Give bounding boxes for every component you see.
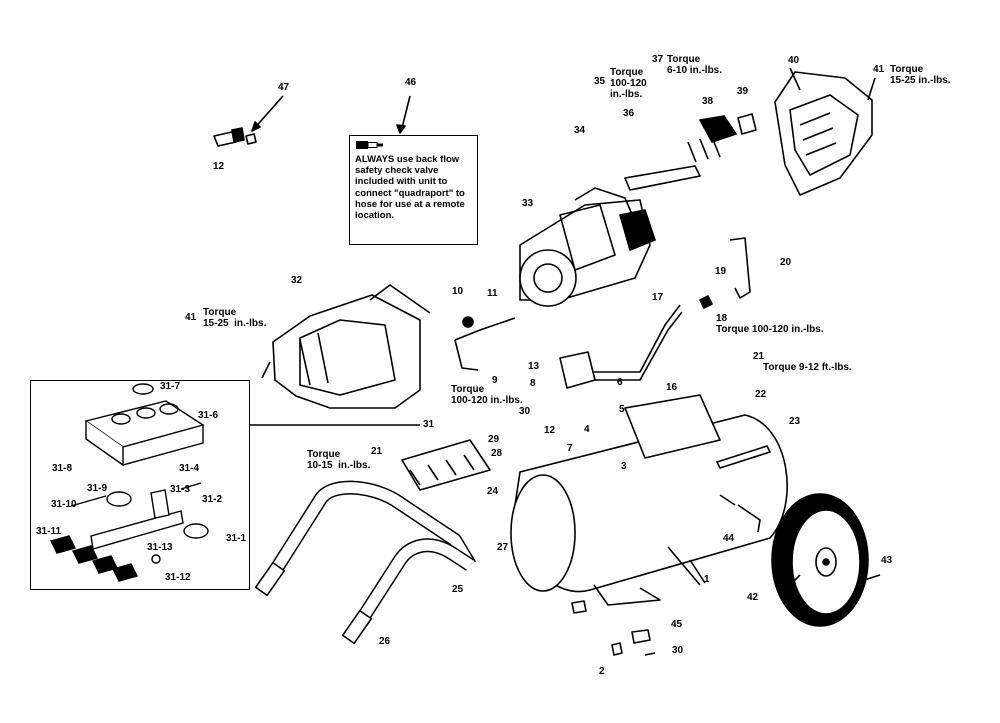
torque-note-37: Torque 6-10 in.-lbs. — [667, 54, 723, 76]
part-label-41-top: 41 — [873, 64, 885, 75]
shroud-40-drawing — [774, 71, 873, 196]
motor-33-drawing — [519, 187, 656, 307]
part-label-37: 37 — [652, 54, 664, 65]
torque-note-9: Torque 100-120 in.-lbs. — [451, 384, 523, 406]
part-label-11: 11 — [487, 288, 498, 299]
part-label-42: 42 — [747, 592, 759, 603]
part-label-31-8: 31-8 — [52, 463, 73, 474]
part-label-20: 20 — [780, 257, 792, 268]
safety-note-box: ALWAYS use back flow safety check valve … — [349, 135, 478, 245]
part-label-21-right: 21 — [753, 351, 765, 362]
gasket-36 — [624, 165, 701, 191]
part-label-31-4: 31-4 — [179, 463, 200, 474]
torque-note-21: Torque 9-12 ft.-lbs. — [763, 362, 852, 373]
part-label-33: 33 — [522, 198, 534, 209]
wire-11 — [454, 317, 516, 341]
part-label-2: 2 — [599, 666, 605, 677]
arrow-46 — [401, 95, 411, 129]
torque-note-18: Torque 100-120 in.-lbs. — [716, 324, 824, 335]
part-label-27: 27 — [497, 542, 509, 553]
tank-drawing — [510, 414, 788, 606]
part-label-40: 40 — [788, 55, 800, 66]
torque-note-35: Torque 100-120 in.-lbs. — [610, 67, 647, 100]
drain-2 — [611, 642, 623, 656]
part-label-46: 46 — [405, 77, 417, 88]
part-label-31-6: 31-6 — [198, 410, 219, 421]
part-label-47: 47 — [278, 82, 290, 93]
part-label-31-1: 31-1 — [226, 533, 247, 544]
part-38 — [699, 115, 737, 143]
part-label-36: 36 — [623, 108, 635, 119]
torque-note-21-lower: Torque 10-15 in.-lbs. — [307, 449, 371, 471]
torque-note-41-top: Torque 15-25 in.-lbs. — [890, 64, 951, 86]
torque-note-41-left: Torque 15-25 in.-lbs. — [203, 307, 267, 329]
part-label-45: 45 — [671, 619, 683, 630]
part-label-16: 16 — [666, 382, 678, 393]
part-label-31-10: 31-10 — [51, 499, 77, 510]
foot-45 — [631, 629, 651, 644]
part-label-34: 34 — [574, 125, 586, 136]
tube-17 — [590, 311, 683, 381]
part-label-22: 22 — [755, 389, 767, 400]
part-label-39: 39 — [737, 86, 749, 97]
part-label-31-12: 31-12 — [165, 572, 191, 583]
part-label-31-11: 31-11 — [36, 526, 62, 537]
part-label-41-left: 41 — [185, 312, 197, 323]
part-label-18: 18 — [716, 313, 728, 324]
part-label-19: 19 — [715, 266, 727, 277]
part-label-7: 7 — [567, 443, 573, 454]
part-label-31: 31 — [423, 419, 435, 430]
part-label-23: 23 — [789, 416, 801, 427]
part-label-10: 10 — [452, 286, 464, 297]
part-39 — [737, 113, 757, 135]
part-label-26: 26 — [379, 636, 391, 647]
part-label-8: 8 — [530, 378, 536, 389]
part-label-1: 1 — [704, 574, 710, 585]
part-label-13: 13 — [528, 361, 540, 372]
part-label-31-9: 31-9 — [87, 483, 108, 494]
part-label-12-mid: 12 — [544, 425, 556, 436]
safety-note-text: ALWAYS use back flow safety check valve … — [355, 154, 465, 222]
part-label-6: 6 — [617, 377, 623, 388]
part-label-31-7: 31-7 — [160, 381, 181, 392]
pressure-switch-13 — [559, 351, 596, 389]
part-label-35: 35 — [594, 76, 606, 87]
part-label-44: 44 — [723, 533, 735, 544]
part-label-31-13: 31-13 — [147, 542, 173, 553]
fitting-47-drawing — [213, 95, 284, 147]
part-label-31-2: 31-2 — [202, 494, 223, 505]
manifold-detail-drawing — [49, 383, 209, 582]
part-label-12-top: 12 — [213, 161, 225, 172]
part-label-17: 17 — [652, 292, 664, 303]
part-label-21-lower: 21 — [371, 446, 383, 457]
part-label-25: 25 — [452, 584, 464, 595]
part-label-32: 32 — [291, 275, 303, 286]
part-label-30-bottom: 30 — [672, 645, 684, 656]
part-label-28: 28 — [491, 448, 503, 459]
part-label-29: 29 — [488, 434, 500, 445]
wheel-42-drawing — [771, 493, 881, 627]
part-label-38: 38 — [702, 96, 714, 107]
part-label-9: 9 — [492, 375, 498, 386]
shroud-32-drawing — [272, 284, 431, 409]
part-label-5: 5 — [619, 404, 625, 415]
manifold-28 — [401, 439, 491, 491]
part-label-31-3: 31-3 — [170, 484, 191, 495]
part-label-24: 24 — [487, 486, 499, 497]
bracket-panel — [624, 394, 721, 459]
handle-25-drawing — [254, 480, 477, 645]
part-label-3: 3 — [621, 461, 627, 472]
part-label-4: 4 — [584, 424, 590, 435]
part-label-30-mid: 30 — [519, 406, 531, 417]
manifold-detail-inset — [30, 380, 250, 590]
quadraport-icon — [356, 141, 383, 149]
bracket-20 — [729, 237, 751, 299]
part-label-43: 43 — [881, 555, 893, 566]
